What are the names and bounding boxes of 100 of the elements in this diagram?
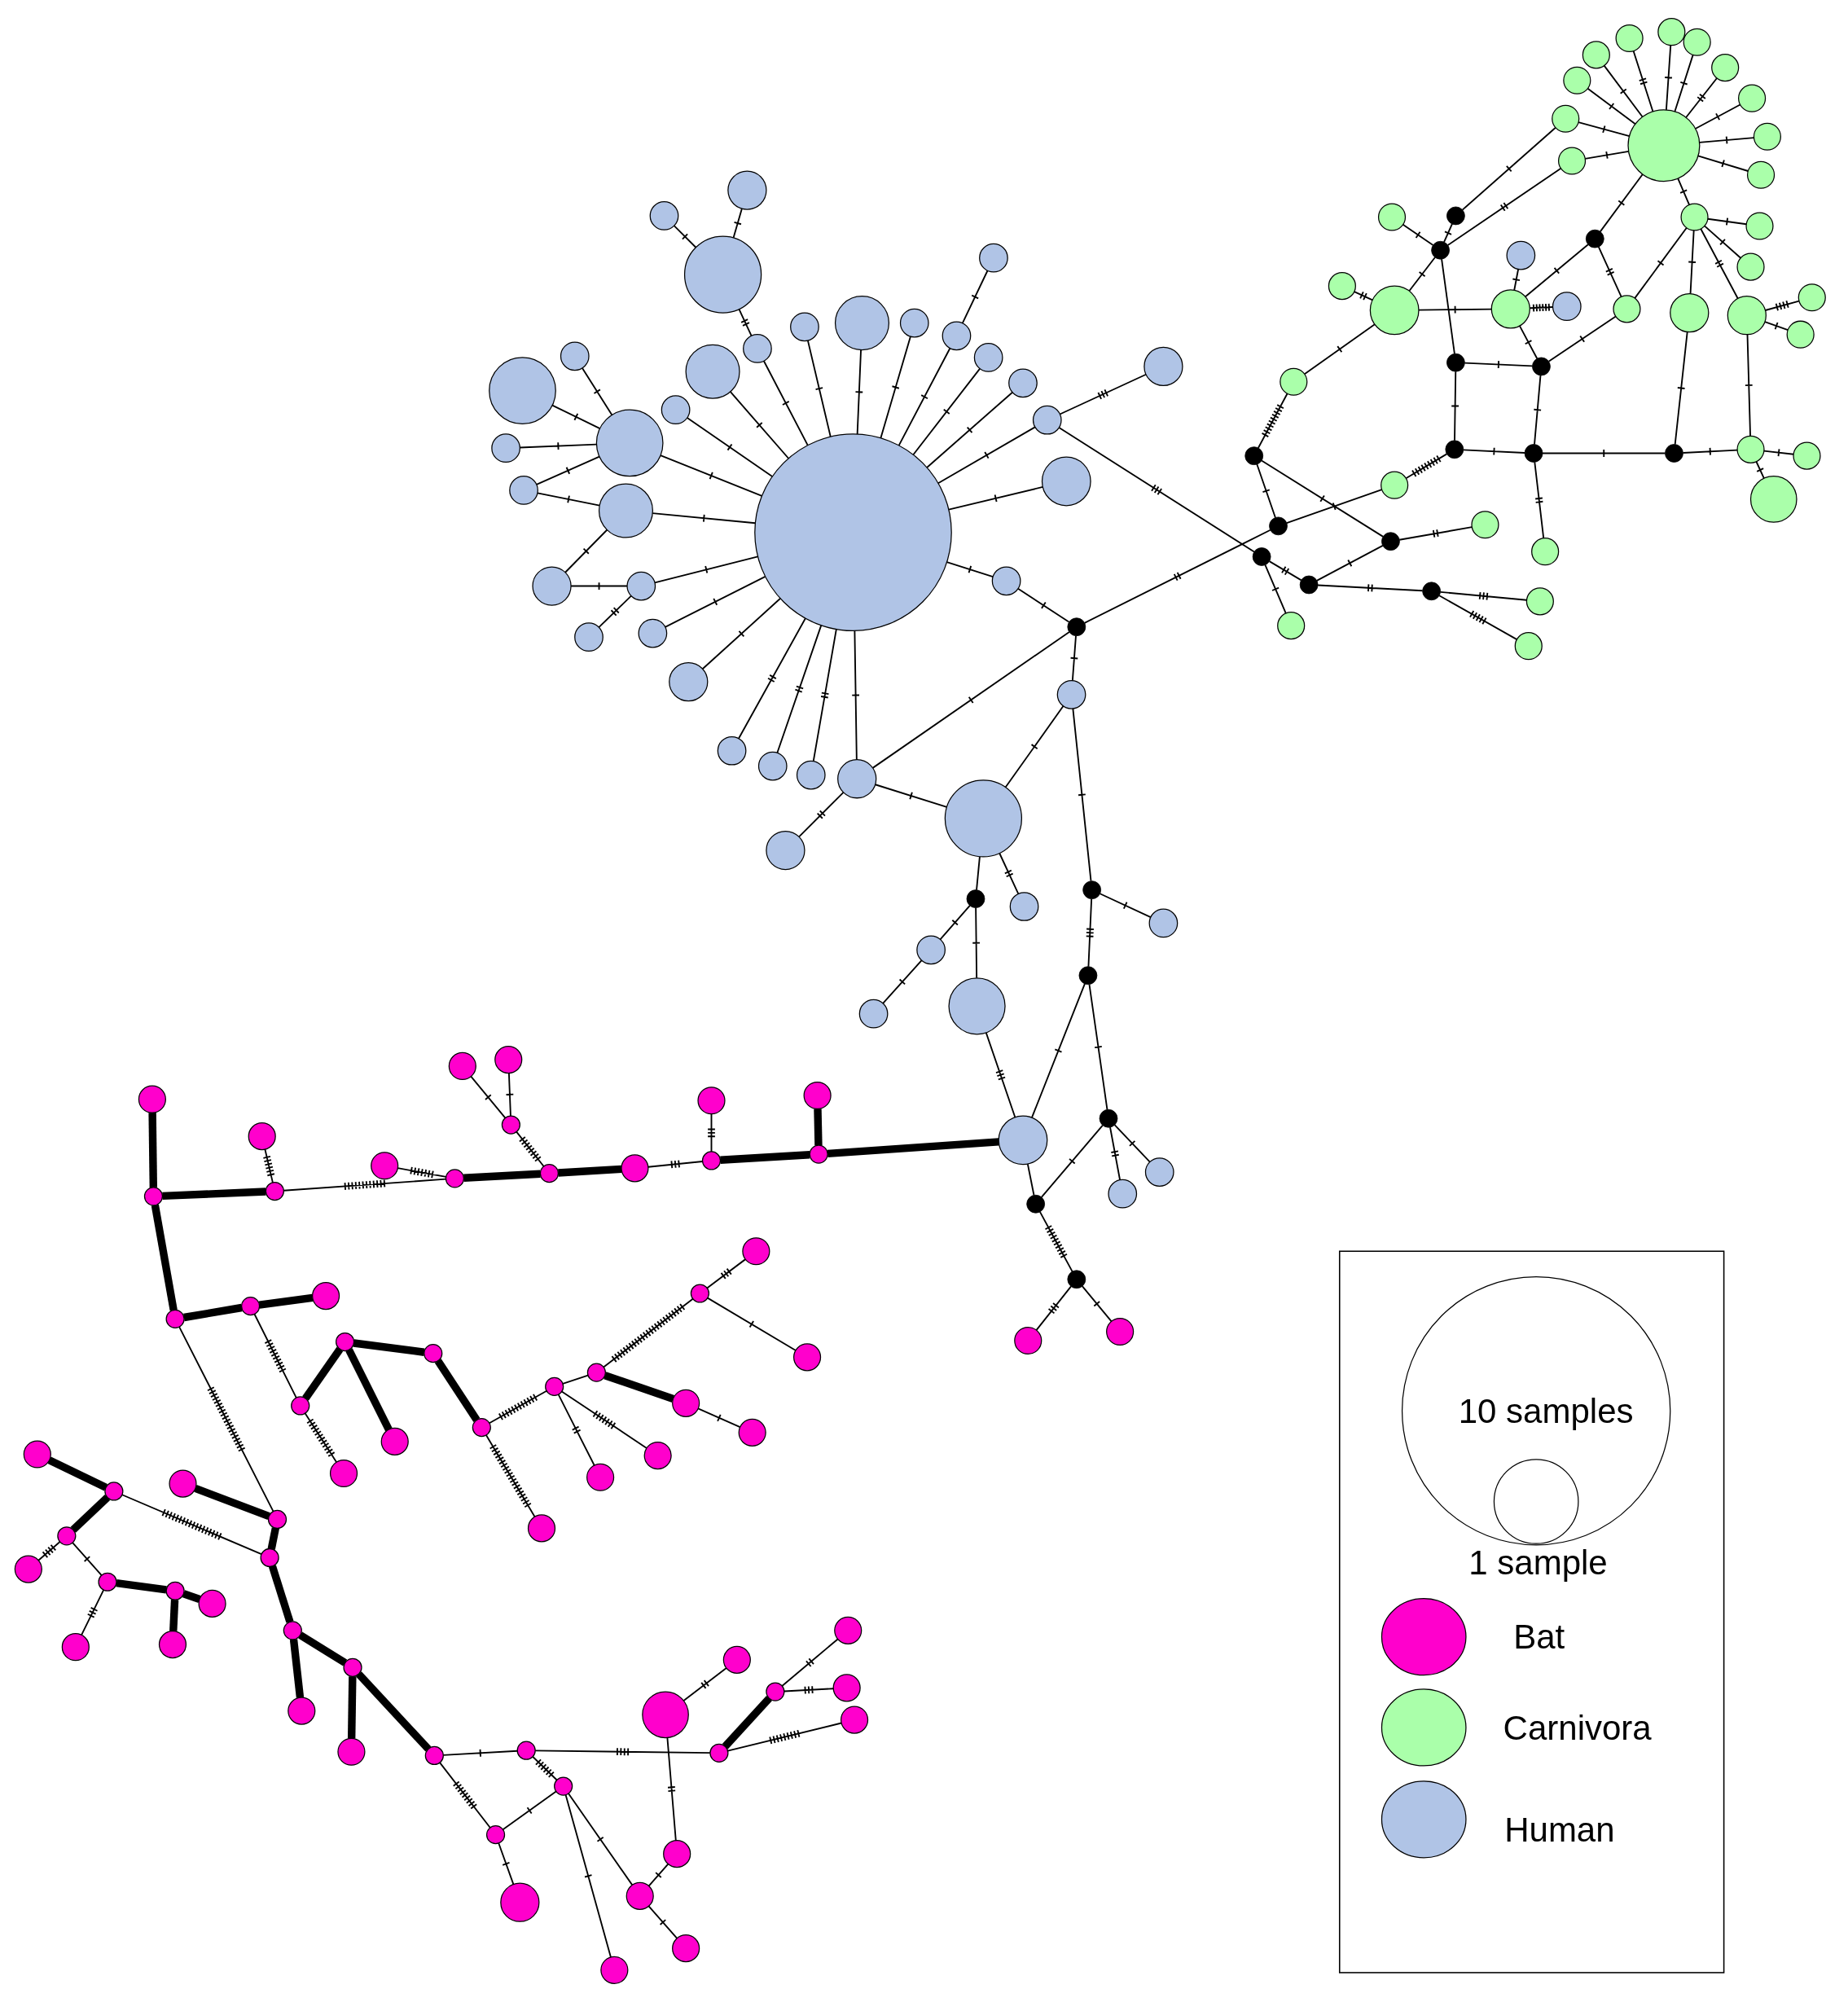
haplotype-circle [445, 1169, 464, 1188]
haplotype-circle [241, 1297, 261, 1316]
haplotype-circle [837, 759, 877, 799]
haplotype-circle [1680, 203, 1709, 231]
hatched-link-line [683, 1666, 727, 1702]
hatched-link-line [1518, 325, 1539, 360]
haplotype-circle [642, 1691, 689, 1739]
haplotype-circle [1657, 18, 1686, 46]
haplotype-circle [649, 201, 679, 230]
hatched-link-line [647, 1905, 678, 1939]
haplotype-circle [1280, 367, 1308, 396]
thick-link-line [827, 1138, 999, 1158]
legend-label: Carnivora [1503, 1710, 1652, 1745]
hatched-link-line [1597, 246, 1622, 298]
haplotype-circle [742, 1237, 770, 1266]
haplotype-circle [1056, 679, 1086, 709]
hatched-link-line [1664, 44, 1673, 111]
hatched-link-line [439, 1762, 491, 1829]
hatched-link-line [707, 1113, 716, 1152]
hatched-link-line [1755, 460, 1765, 480]
haplotype-circle [1738, 84, 1767, 112]
haplotype-circle [267, 1509, 288, 1530]
median-vector-dot [1067, 617, 1086, 637]
legend-label: 10 samples [1458, 1394, 1634, 1429]
haplotype-circle [626, 1881, 654, 1910]
haplotype-circle [834, 1616, 863, 1644]
hatched-link-line [37, 1541, 61, 1561]
haplotype-circle [998, 1115, 1048, 1166]
thick-link-line [70, 1495, 111, 1533]
haplotype-circle [472, 1418, 491, 1438]
hatched-link-line [1405, 453, 1448, 480]
haplotype-circle [527, 1514, 556, 1543]
haplotype-circle [1041, 456, 1091, 507]
link-line [1026, 1163, 1035, 1196]
haplotype-circle [1746, 160, 1776, 189]
haplotype-circle [701, 1151, 722, 1170]
haplotype-circle [14, 1555, 42, 1583]
hatched-link-line [253, 1313, 297, 1399]
thick-link-line [347, 1676, 357, 1739]
hatched-link-line [1703, 225, 1742, 259]
haplotype-circle [485, 1825, 506, 1845]
haplotype-circle [1008, 368, 1038, 398]
haplotype-circle [1786, 320, 1815, 349]
thick-link-line [148, 1113, 157, 1188]
haplotype-circle [424, 1745, 444, 1766]
hatched-link-line [1069, 634, 1079, 682]
haplotype-circle [979, 243, 1008, 273]
hatched-link-line [1461, 126, 1556, 211]
haplotype-circle [1793, 441, 1821, 470]
haplotype-circle [448, 1051, 476, 1081]
haplotype-circle [169, 1469, 197, 1498]
thick-link-line [47, 1456, 108, 1491]
hatched-link-line [946, 561, 994, 577]
thick-link-line [814, 1109, 823, 1146]
haplotype-circle [638, 618, 668, 648]
hatched-link-line [798, 791, 845, 838]
haplotype-circle [288, 1697, 316, 1725]
hatched-link-line [912, 367, 981, 456]
hatched-link-line [762, 360, 809, 446]
haplotype-circle [1670, 292, 1710, 333]
median-vector-dot [1665, 444, 1683, 463]
thick-link-line [356, 1671, 432, 1752]
hatched-link-line [502, 1790, 557, 1831]
hatched-link-line [1303, 323, 1376, 375]
hatched-link-line [1315, 544, 1384, 582]
haplotype-circle [1711, 54, 1740, 82]
thick-link-line [169, 1599, 179, 1631]
hatched-link-line [1697, 155, 1749, 172]
thick-link-line [302, 1346, 344, 1401]
haplotype-circle [1106, 1317, 1135, 1346]
hatched-link-line [1674, 331, 1688, 446]
thick-link-line [720, 1151, 810, 1164]
hatched-link-line [1040, 1124, 1104, 1198]
hatched-link-line [999, 852, 1020, 895]
haplotype-circle [796, 760, 826, 790]
haplotype-circle [1557, 147, 1587, 175]
haplotype-circle [754, 433, 952, 632]
haplotype-circle [690, 1284, 709, 1303]
haplotype-circle [312, 1282, 340, 1311]
hatched-link-line [603, 1297, 694, 1368]
median-vector-dot [1067, 1270, 1086, 1289]
median-vector-dot [1299, 575, 1319, 595]
haplotype-circle [371, 1152, 399, 1180]
median-vector-dot [1524, 444, 1543, 463]
haplotype-circle [554, 1776, 573, 1796]
hatched-link-line [557, 1394, 595, 1466]
hatched-link-line [1677, 178, 1690, 206]
hatched-link-line [81, 1589, 105, 1636]
haplotype-circle [973, 343, 1003, 372]
haplotype-circle [1009, 892, 1039, 921]
haplotype-circle [104, 1482, 124, 1501]
hatched-link-line [470, 1075, 507, 1119]
hatched-link-line [1353, 291, 1374, 301]
hatched-link-line [1031, 982, 1086, 1119]
haplotype-circle [766, 1682, 785, 1701]
hatched-link-line [582, 367, 613, 416]
hatched-link-line [851, 630, 860, 761]
hatched-link-line [1085, 898, 1095, 968]
haplotype-circle [766, 830, 805, 871]
hatched-link-line [178, 1326, 274, 1512]
